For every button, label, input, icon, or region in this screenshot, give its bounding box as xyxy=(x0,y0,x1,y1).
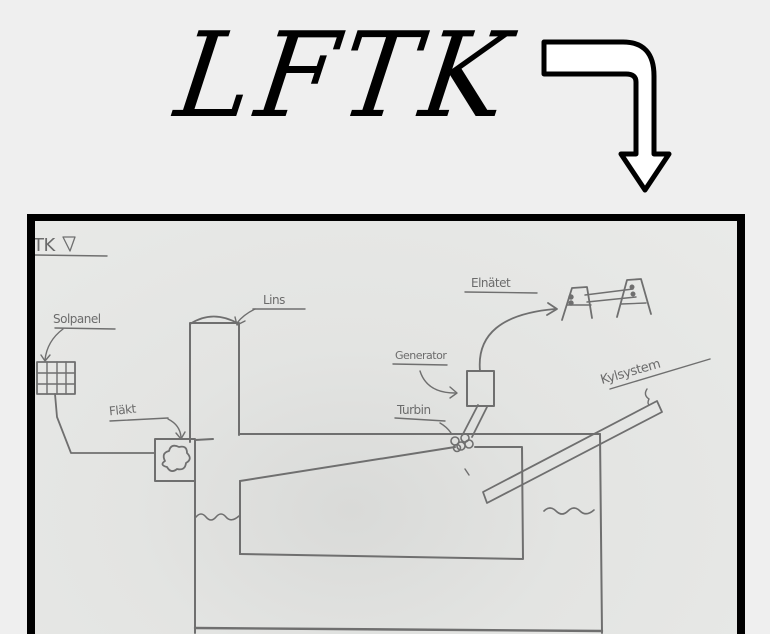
label-lins: Lins xyxy=(263,293,285,307)
curved-arrow-down-icon xyxy=(541,39,672,193)
corner-heading: TK xyxy=(35,235,55,256)
label-generator: Generator xyxy=(395,349,447,362)
page-title: LFTK xyxy=(168,7,523,145)
label-turbin: Turbin xyxy=(397,403,431,417)
label-flakt: Fläkt xyxy=(108,401,137,419)
label-solpanel: Solpanel xyxy=(53,312,101,326)
sketch-paper: TK Solpanel Lins Fläkt Elnätet Generator… xyxy=(35,221,737,634)
system-sketch xyxy=(35,236,711,634)
label-elnatet: Elnätet xyxy=(471,276,511,290)
sketch-frame: TK Solpanel Lins Fläkt Elnätet Generator… xyxy=(27,214,745,634)
